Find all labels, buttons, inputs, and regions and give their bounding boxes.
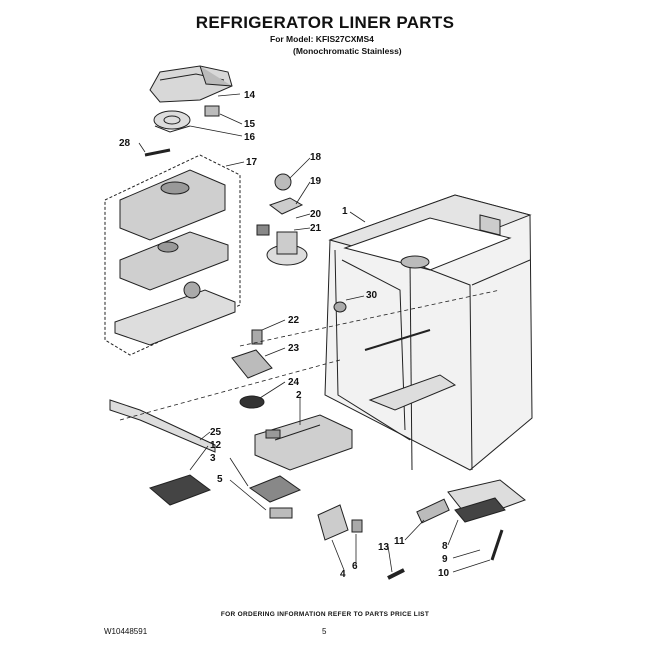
callout-5: 5 [217, 474, 223, 485]
callout-10: 10 [438, 568, 450, 579]
callout-20: 20 [310, 209, 322, 220]
part-30 [333, 301, 347, 313]
callout-19: 19 [310, 176, 322, 187]
part-11 [416, 498, 450, 524]
callout-18: 18 [310, 152, 322, 163]
part-28-rod [144, 148, 171, 157]
document-number: W10448591 [104, 627, 148, 636]
callout-15: 15 [244, 119, 256, 130]
part-25-12 [109, 399, 216, 506]
callout-12: 12 [210, 440, 222, 451]
model-line: For Model: KFIS27CXMS4 [270, 34, 374, 44]
callout-3: 3 [210, 453, 216, 464]
callout-14: 14 [244, 90, 256, 101]
callout-8: 8 [442, 541, 448, 552]
leader-lines [119, 93, 501, 573]
callout-13: 13 [378, 542, 390, 553]
callout-9: 9 [442, 554, 448, 565]
part-17-assembly [104, 154, 241, 356]
callout-16: 16 [244, 132, 256, 143]
callout-22: 22 [288, 315, 300, 326]
callout-30: 30 [366, 290, 378, 301]
callout-23: 23 [288, 343, 300, 354]
part-8-9-10 [447, 479, 527, 561]
part-15-16 [153, 105, 220, 133]
page-title: REFRIGERATOR LINER PARTS [195, 13, 455, 32]
part-18-21 [256, 173, 308, 266]
part-3-5 [248, 475, 302, 519]
part-14-cover [149, 65, 233, 103]
finish-line: (Monochromatic Stainless) [293, 46, 402, 56]
callout-6: 6 [352, 561, 358, 572]
part-4-6-13 [317, 504, 405, 580]
callout-11: 11 [394, 536, 405, 547]
callout-4: 4 [340, 569, 346, 580]
part-2-control [254, 414, 353, 471]
ordering-note: FOR ORDERING INFORMATION REFER TO PARTS … [220, 611, 430, 618]
page-number: 5 [322, 627, 327, 636]
callout-17: 17 [246, 157, 258, 168]
callout-25: 25 [210, 427, 222, 438]
callout-28: 28 [119, 138, 131, 149]
callout-24: 24 [288, 377, 300, 388]
callout-2: 2 [296, 390, 302, 401]
callout-21: 21 [310, 223, 322, 234]
part-1-liner [324, 194, 533, 471]
callout-1: 1 [342, 206, 348, 217]
part-22-24 [231, 329, 273, 409]
